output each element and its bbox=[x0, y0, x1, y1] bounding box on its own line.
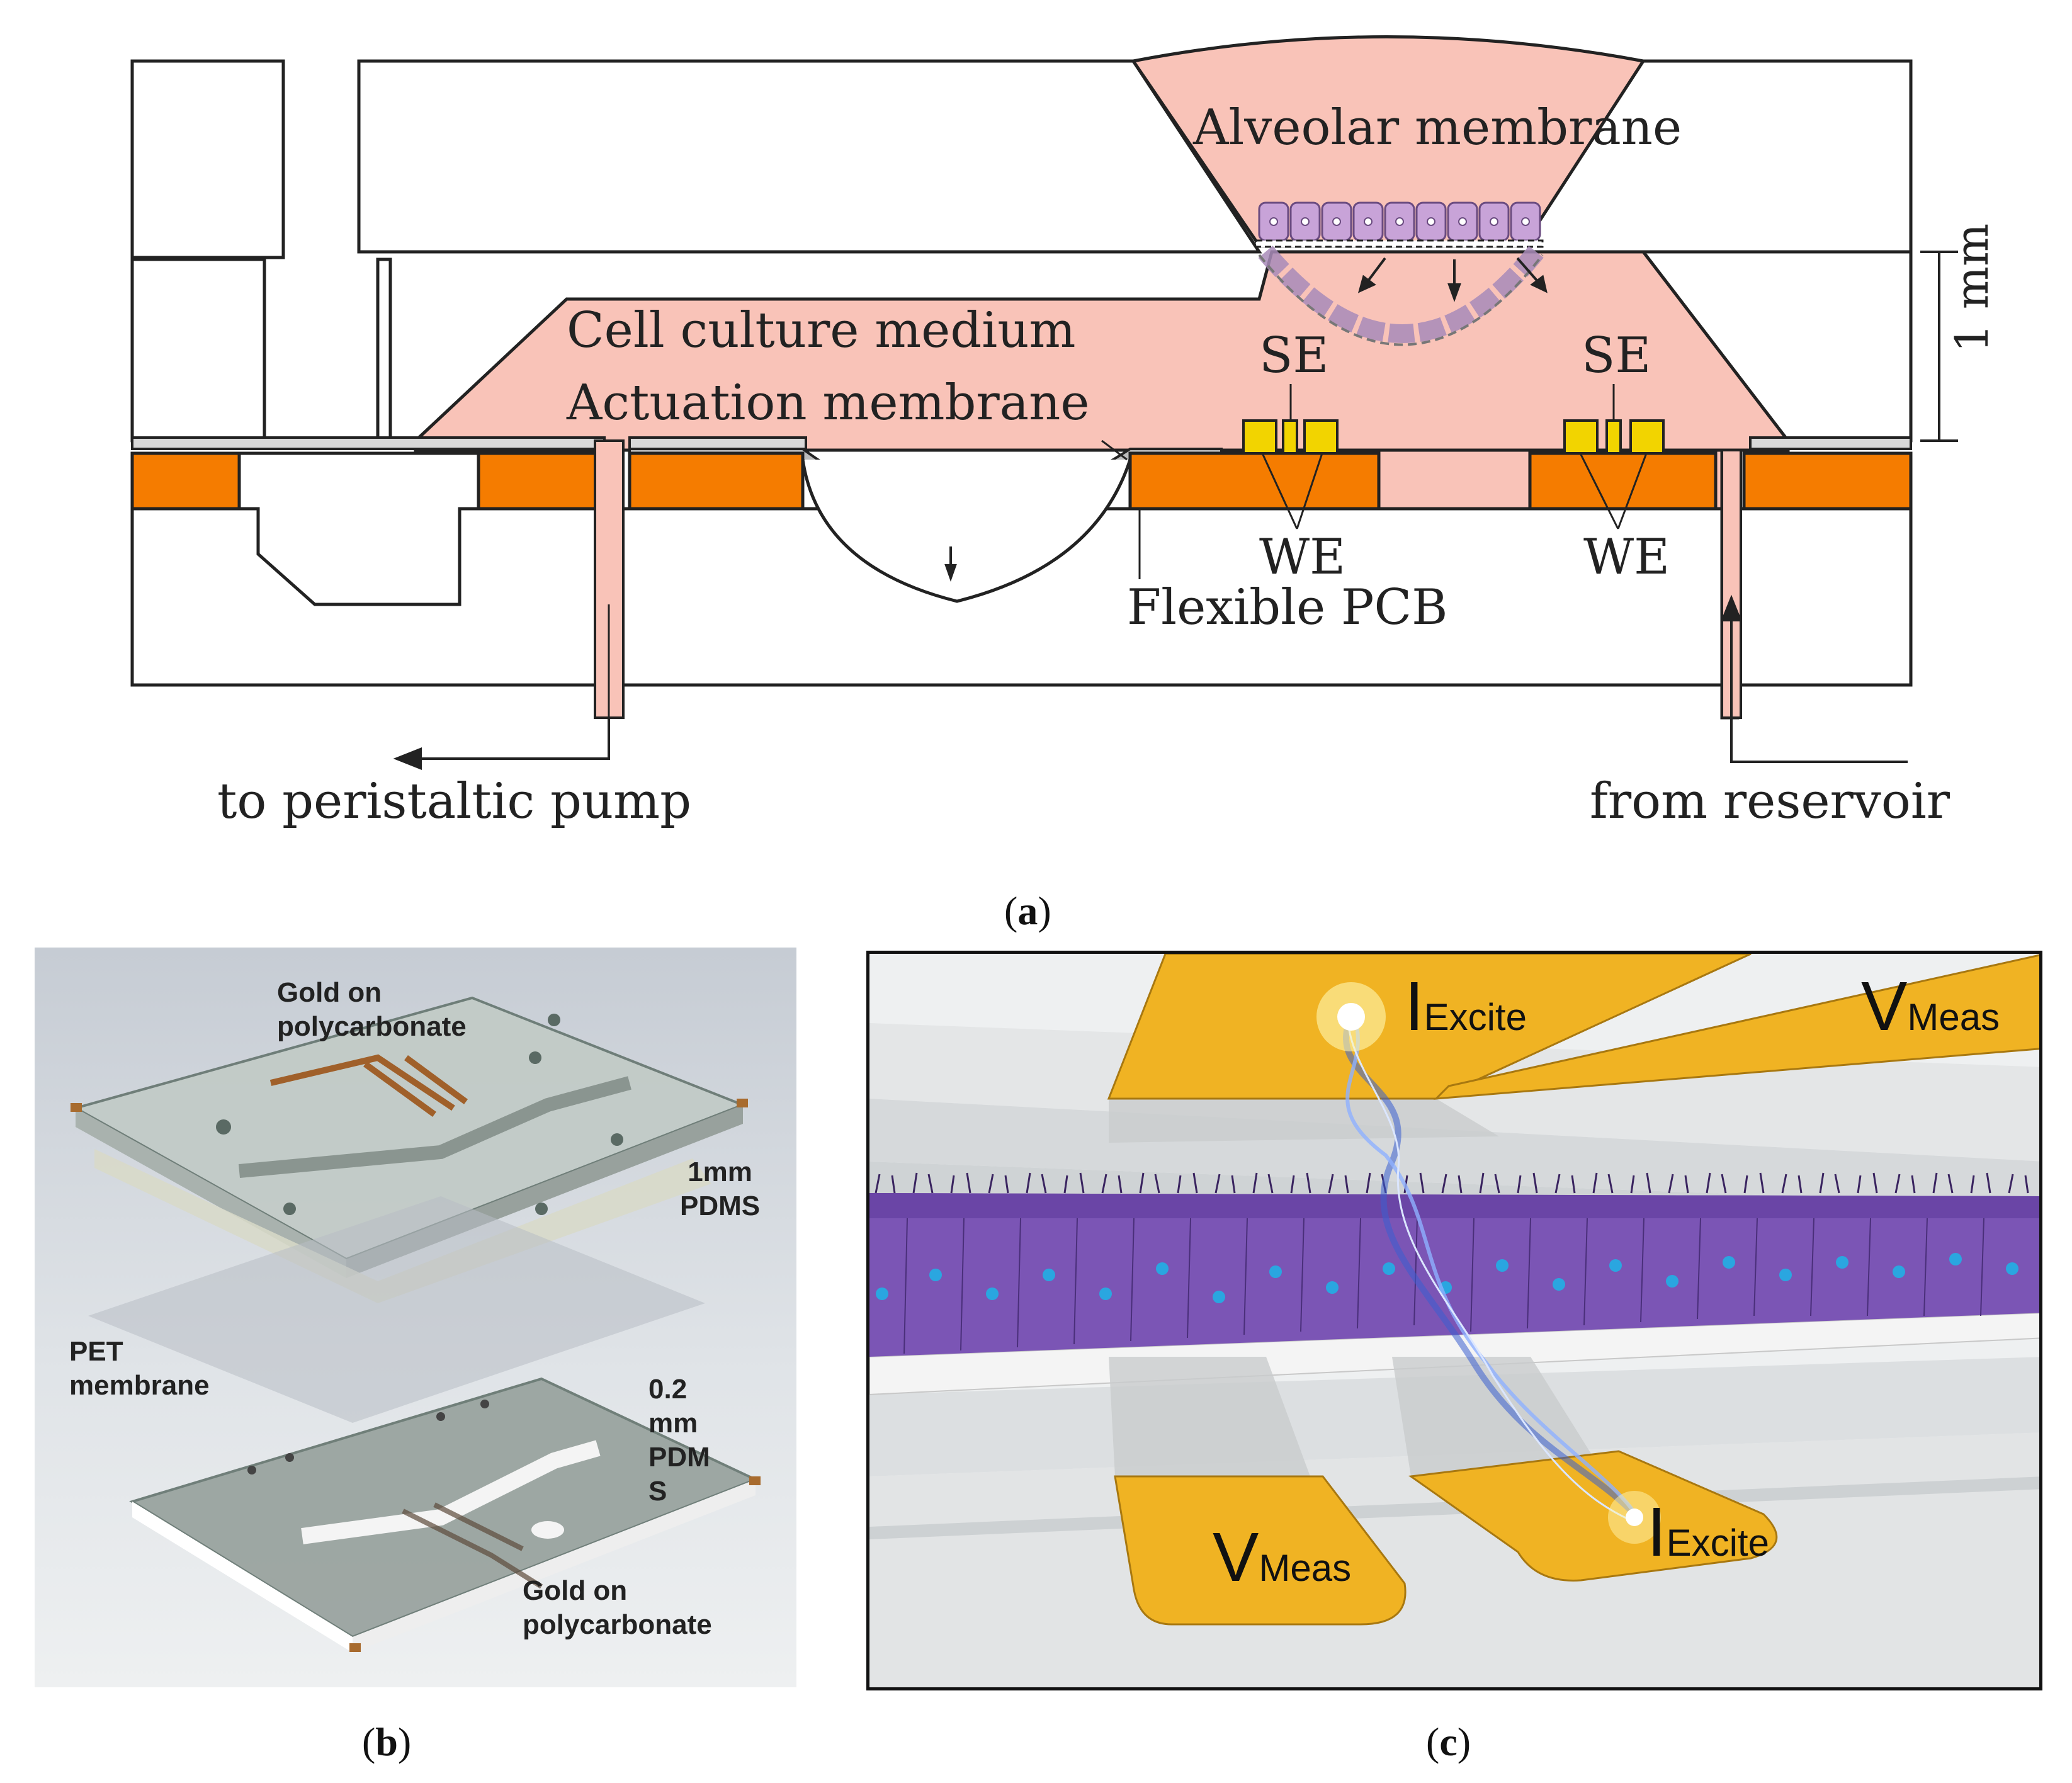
housing-top-block bbox=[357, 59, 1262, 254]
film-left bbox=[131, 436, 606, 450]
pcb-seg-1 bbox=[130, 451, 241, 511]
label-pdms2-line3: PDM bbox=[648, 1442, 710, 1473]
label-pdms2-line1: 0.2 bbox=[648, 1374, 688, 1405]
label-i-excite-top: IExcite bbox=[1405, 966, 1527, 1046]
film-mid bbox=[628, 436, 807, 450]
label-cell-culture-medium: Cell culture medium bbox=[567, 302, 1076, 359]
caption-c: (c) bbox=[1426, 1719, 1471, 1764]
label-to-pump: to peristaltic pump bbox=[217, 773, 692, 830]
label-v-bot: V bbox=[1213, 1519, 1259, 1596]
label-gold-top: Gold on polycarbonate bbox=[277, 976, 467, 1044]
label-pdms-1mm-line2: PDMS bbox=[680, 1191, 761, 1221]
pcb-seg-6 bbox=[1742, 451, 1913, 511]
label-v-top-sub: Meas bbox=[1907, 996, 2000, 1038]
electrode-l1 bbox=[1242, 419, 1277, 455]
electrode-l2 bbox=[1282, 419, 1298, 455]
pcb-seg-5 bbox=[1528, 451, 1718, 511]
label-alveolar-membrane: Alveolar membrane bbox=[1193, 99, 1682, 156]
housing-right-top bbox=[1643, 59, 1913, 254]
label-scale-1mm: 1 mm bbox=[1945, 223, 1998, 353]
electrode-r3 bbox=[1629, 419, 1665, 455]
label-i-bot: I bbox=[1647, 1493, 1667, 1571]
label-v-meas-bottom: VMeas bbox=[1213, 1517, 1351, 1597]
panel-a-diagram bbox=[130, 35, 1958, 770]
housing-left-mid bbox=[130, 258, 266, 443]
panel-c-diagram bbox=[869, 954, 2039, 1687]
label-pet-membrane: PET membrane bbox=[69, 1335, 210, 1403]
label-from-reservoir: from reservoir bbox=[1590, 773, 1950, 830]
pcb-seg-3 bbox=[628, 451, 805, 511]
label-gold-top-line1: Gold on bbox=[277, 977, 382, 1008]
label-pet-line2: membrane bbox=[69, 1370, 210, 1401]
label-we-right: WE bbox=[1583, 529, 1670, 586]
electrode-l3 bbox=[1303, 419, 1339, 455]
label-gold-top-line2: polycarbonate bbox=[277, 1011, 467, 1042]
actuation-cavity bbox=[801, 459, 1132, 603]
label-gold-bottom: Gold on polycarbonate bbox=[523, 1574, 712, 1642]
electrode-r1 bbox=[1563, 419, 1599, 455]
pcb-seg-4 bbox=[1128, 451, 1381, 511]
label-i-top-sub: Excite bbox=[1424, 996, 1527, 1038]
label-gold-bottom-line1: Gold on bbox=[523, 1575, 628, 1606]
label-se-right: SE bbox=[1582, 327, 1651, 384]
label-pdms-02mm: 0.2 mm PDM S bbox=[648, 1373, 710, 1508]
label-se-left: SE bbox=[1259, 327, 1329, 384]
housing-post bbox=[376, 258, 392, 443]
film-right bbox=[1749, 436, 1912, 450]
pcb-seg-2 bbox=[477, 451, 606, 511]
caption-a: (a) bbox=[1004, 888, 1051, 933]
label-i-bot-sub: Excite bbox=[1666, 1522, 1769, 1564]
label-v-top: V bbox=[1861, 968, 1908, 1045]
label-pdms-1mm: 1mm PDMS bbox=[680, 1155, 760, 1223]
label-v-meas-top: VMeas bbox=[1861, 966, 2000, 1046]
label-pdms2-line2: mm bbox=[648, 1408, 698, 1439]
label-pet-line1: PET bbox=[69, 1336, 123, 1367]
left-cutout bbox=[237, 451, 480, 606]
label-i-top: I bbox=[1405, 968, 1424, 1045]
label-pdms-1mm-line1: 1mm bbox=[688, 1157, 752, 1187]
label-gold-bottom-line2: polycarbonate bbox=[523, 1609, 712, 1640]
label-flexible-pcb: Flexible PCB bbox=[1127, 579, 1448, 636]
electrode-r2 bbox=[1605, 419, 1622, 455]
label-actuation-membrane: Actuation membrane bbox=[567, 375, 1090, 431]
alveolar-dome bbox=[1130, 35, 1646, 247]
caption-b: (b) bbox=[362, 1719, 412, 1764]
housing-left-top bbox=[130, 59, 285, 259]
label-i-excite-bottom: IExcite bbox=[1647, 1492, 1769, 1572]
label-we-left: WE bbox=[1259, 529, 1346, 586]
label-pdms2-line4: S bbox=[648, 1476, 667, 1507]
panel-c: IExcite VMeas VMeas IExcite bbox=[866, 951, 2042, 1690]
label-v-bot-sub: Meas bbox=[1259, 1547, 1352, 1589]
